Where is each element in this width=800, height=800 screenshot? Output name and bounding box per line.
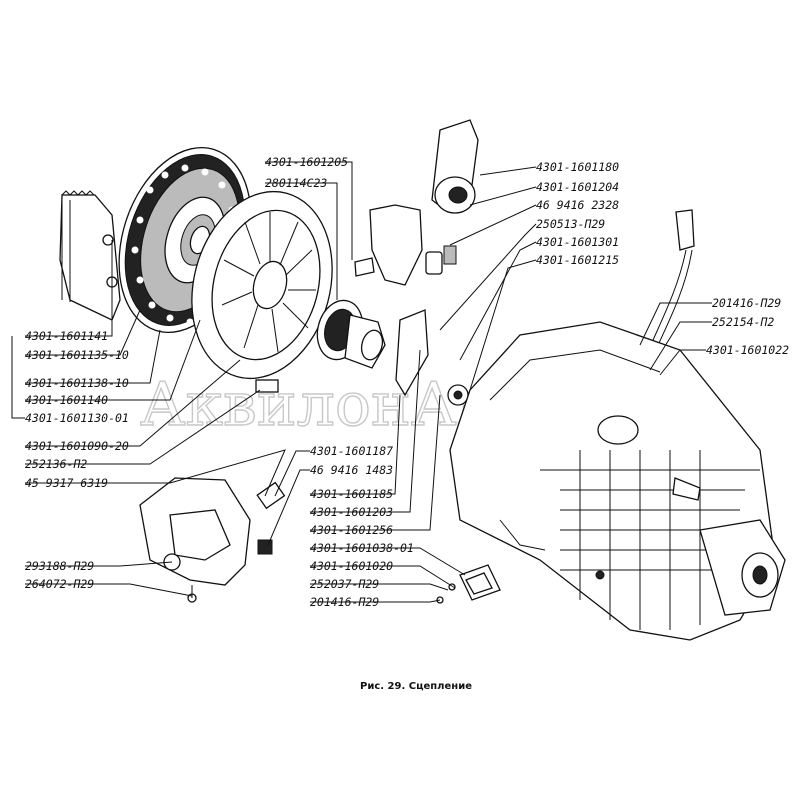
label-4301-1601301: 4301-1601301 (536, 235, 619, 249)
label-4301-1601020: 4301-1601020 (310, 559, 393, 573)
label-46-9416-2328: 46 9416 2328 (536, 198, 619, 212)
label-201416-p29-top: 201416-П29 (712, 296, 781, 310)
label-4301-1601185: 4301-1601185 (310, 487, 393, 501)
label-4301-1601038-01: 4301-1601038-01 (310, 541, 414, 555)
label-4301-1601205: 4301-1601205 (265, 155, 348, 169)
label-201416-p29-bottom: 201416-П29 (310, 595, 379, 609)
label-4301-1601215: 4301-1601215 (536, 253, 619, 267)
label-4301-1601022: 4301-1601022 (706, 343, 789, 357)
label-252037-p29: 252037-П29 (310, 577, 379, 591)
leader-lines (11, 161, 712, 603)
label-4301-1601204: 4301-1601204 (536, 180, 619, 194)
part-labels: 4301-1601205 280114С23 4301-1601180 4301… (25, 155, 789, 609)
pressure-plate (191, 190, 333, 380)
label-46-9416-1483: 46 9416 1483 (310, 463, 393, 477)
label-4301-1601187: 4301-1601187 (310, 444, 393, 458)
label-4301-1601140: 4301-1601140 (25, 393, 108, 407)
label-252154-p2: 252154-П2 (712, 315, 774, 329)
label-4301-1601256: 4301-1601256 (310, 523, 393, 537)
label-264072-p29: 264072-П29 (25, 577, 94, 591)
label-45-9317-6319: 45 9317 6319 (25, 476, 108, 490)
label-280114c23: 280114С23 (265, 176, 327, 190)
clutch-housing (139, 477, 251, 603)
label-250513-p29: 250513-П29 (536, 217, 605, 231)
release-bearing (316, 299, 386, 369)
label-4301-1601135-10: 4301-1601135-10 (25, 348, 129, 362)
figure-caption: Рис. 29. Сцепление (360, 681, 472, 692)
release-fork-assembly (255, 119, 479, 555)
label-4301-1601130-01: 4301-1601130-01 (25, 411, 129, 425)
label-4301-1601180: 4301-1601180 (536, 160, 619, 174)
gearbox (449, 321, 786, 641)
label-4301-1601090-20: 4301-1601090-20 (25, 439, 129, 453)
flywheel (59, 190, 121, 321)
label-293188-p29: 293188-П29 (25, 559, 94, 573)
label-4301-1601203: 4301-1601203 (310, 505, 393, 519)
label-4301-1601138-10: 4301-1601138-10 (25, 376, 129, 390)
label-252136-p2: 252136-П2 (25, 457, 87, 471)
gaskets (436, 564, 501, 604)
label-4301-1601141: 4301-1601141 (25, 329, 108, 343)
